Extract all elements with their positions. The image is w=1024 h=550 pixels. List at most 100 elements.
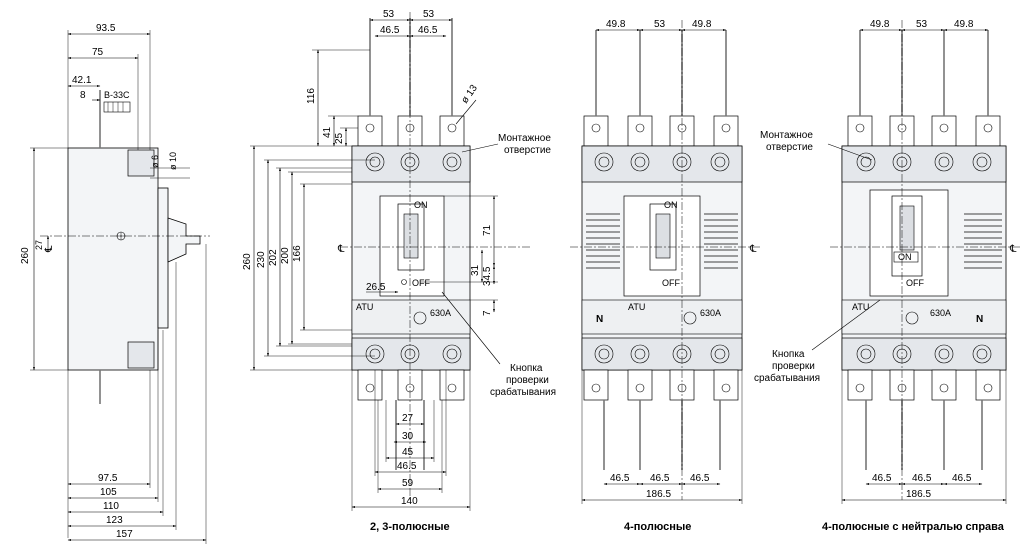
- dim-116: 116: [306, 88, 317, 104]
- dim-4p-46-5-b: 46.5: [650, 473, 670, 484]
- dim-110: 110: [103, 501, 119, 512]
- rating-label-3p: 630A: [430, 308, 451, 318]
- mount-hole-label-line2-3p: отверстие: [504, 145, 551, 156]
- dim-41: 41: [322, 126, 333, 138]
- front-view-4-pole: ON OFF ATU N 630A ℄ 49.8 53 49.8 46.5 46…: [570, 19, 760, 533]
- side-view: B-33C 93.5 75 42.1 8 ø 6 ø 10 260 27 ℄ 9…: [20, 23, 210, 544]
- dim-d6: ø 6: [150, 155, 160, 168]
- side-body: [67, 147, 159, 371]
- dim-d10: ø 10: [168, 152, 178, 170]
- neutral-label-4p: N: [596, 314, 603, 325]
- dim-4p-53: 53: [654, 19, 666, 30]
- neutral-label-4p-nr: N: [976, 314, 983, 325]
- vent-grill-4p-nr: [964, 213, 1002, 269]
- test-button-label-line1-3p: Кнопка: [510, 363, 543, 374]
- dim-200: 200: [280, 247, 291, 264]
- dim-4pnr-46-5-a: 46.5: [872, 473, 892, 484]
- dim-166: 166: [292, 245, 303, 262]
- front-view-3-pole: ON OFF ATU 630A ℄ 53 53 46.5 46.5 11: [242, 9, 556, 533]
- on-label-4p: ON: [664, 200, 678, 210]
- dim-75: 75: [92, 47, 104, 58]
- dim-31: 31: [470, 264, 481, 276]
- side-bottom-terminal: [127, 341, 155, 369]
- test-button-label-line1-4p-nr: Кнопка: [772, 349, 805, 360]
- dim-260-front: 260: [242, 253, 253, 270]
- top-busbar-1: [357, 115, 383, 147]
- dim-top-46-5-b: 46.5: [418, 25, 438, 36]
- bottom-terminal-block-3p: [351, 337, 471, 371]
- test-button-label-line2-4p-nr: проверки: [772, 361, 815, 372]
- test-button-3p: [401, 279, 407, 285]
- dim-top-46-5-a: 46.5: [380, 25, 400, 36]
- off-label-4p: OFF: [662, 278, 680, 288]
- dim-93-5: 93.5: [96, 23, 116, 34]
- rating-label-4p: 630A: [700, 308, 721, 318]
- off-label-3p: OFF: [412, 278, 430, 288]
- bottom-busbar-3: [439, 369, 465, 401]
- dim-4pnr-49-8-b: 49.8: [954, 19, 974, 30]
- top-busbar-3: [439, 115, 465, 147]
- atu-label-4p-nr: ATU: [852, 302, 869, 312]
- caption-4-pole-neutral-right: 4-полюсные с нейтралью справа: [822, 521, 1005, 533]
- dim-4p-49-8-b: 49.8: [692, 19, 712, 30]
- test-button-label-line3-3p: срабатывания: [490, 386, 556, 398]
- dim-26-5: 26.5: [366, 282, 386, 293]
- mount-hole-label-line2-4p-nr: отверстие: [766, 142, 813, 153]
- caption-4-pole: 4-полюсные: [624, 521, 691, 533]
- centerline-symbol-4p-nr: ℄: [1009, 244, 1017, 255]
- on-label-4p-nr: ON: [898, 252, 912, 262]
- dim-7: 7: [482, 310, 493, 316]
- dim-4pnr-53: 53: [916, 19, 928, 30]
- centerline-symbol-3p: ℄: [337, 244, 345, 255]
- caption-3-pole: 2, 3-полюсные: [370, 521, 450, 533]
- vent-grill-4p: [586, 213, 738, 269]
- front-view-4-pole-neutral-right: ON OFF ATU N 630A ℄ 49.8 53 49.8 Монтажн…: [754, 19, 1022, 533]
- dim-260-side: 260: [20, 247, 31, 264]
- on-label-3p: ON: [414, 200, 428, 210]
- dim-27: 27: [402, 413, 414, 424]
- bottom-busbar-1: [357, 369, 383, 401]
- dim-d13: ø 13: [459, 83, 480, 106]
- dim-30: 30: [402, 431, 414, 442]
- test-button-label-line2-3p: проверки: [506, 375, 549, 386]
- centerline-symbol-side: ℄: [44, 245, 55, 253]
- dim-4pnr-49-8-a: 49.8: [870, 19, 890, 30]
- dim-25: 25: [334, 132, 345, 144]
- atu-label-3p: ATU: [356, 302, 373, 312]
- dim-4pnr-46-5-b: 46.5: [912, 473, 932, 484]
- toggle-handle-3p: [403, 213, 419, 259]
- side-handle: [167, 217, 201, 263]
- side-cover-step: [157, 187, 169, 329]
- screw-icon: [103, 101, 131, 113]
- mount-hole-label-line1-4p-nr: Монтажное: [760, 130, 813, 141]
- centerline-symbol-4p: ℄: [749, 244, 757, 255]
- dim-top-53-a: 53: [383, 9, 395, 20]
- dim-4pnr-186-5: 186.5: [906, 489, 931, 500]
- dim-105: 105: [100, 487, 117, 498]
- dim-4p-46-5-a: 46.5: [610, 473, 630, 484]
- dim-34-5: 34.5: [482, 266, 493, 286]
- dim-42-1: 42.1: [72, 75, 92, 86]
- off-label-4p-nr: OFF: [906, 278, 924, 288]
- dim-8: 8: [80, 90, 86, 101]
- test-button-label-line3-4p-nr: срабатывания: [754, 372, 820, 384]
- dim-202: 202: [268, 249, 279, 266]
- dim-top-53-b: 53: [423, 9, 435, 20]
- dim-140: 140: [401, 496, 418, 507]
- dim-4p-46-5-c: 46.5: [690, 473, 710, 484]
- dim-59: 59: [402, 478, 414, 489]
- toggle-handle-4p-nr: [899, 205, 915, 251]
- dim-123: 123: [106, 515, 123, 526]
- side-top-terminal: [127, 149, 155, 177]
- dim-46-5-bottom: 46.5: [397, 461, 417, 472]
- dim-230: 230: [256, 251, 267, 268]
- trip-unit-3p: [351, 299, 471, 335]
- dim-27-side: 27: [34, 240, 44, 250]
- trip-dial-3p: [413, 311, 427, 325]
- dim-45: 45: [402, 447, 414, 458]
- dim-71: 71: [482, 224, 493, 236]
- screw-label: B-33C: [104, 90, 130, 100]
- dim-157: 157: [116, 529, 133, 540]
- top-terminal-block-3p: [351, 145, 471, 183]
